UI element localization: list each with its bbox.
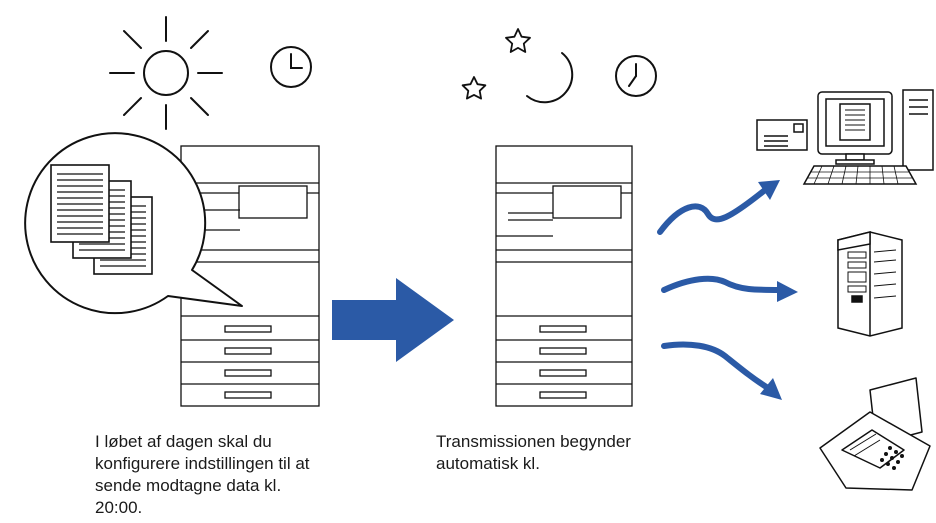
caption-auto-transmission: Transmissionen begynder automatisk kl. xyxy=(436,432,631,473)
right-arrow-icon xyxy=(332,278,454,362)
transmission-arrow-icon xyxy=(661,275,798,302)
document-icon xyxy=(50,164,110,243)
printer-right xyxy=(495,145,633,407)
star-icon xyxy=(505,28,531,53)
caption-day-setup: I løbet af dagen skal du konfigurere ind… xyxy=(95,432,310,517)
fax-icon xyxy=(819,377,931,491)
document-bubble xyxy=(24,132,243,315)
clock-icon xyxy=(615,55,657,97)
moon-icon xyxy=(526,52,574,104)
server-icon xyxy=(837,231,903,337)
transmission-arrow-icon xyxy=(657,180,780,235)
computer-icon xyxy=(756,89,934,185)
transmission-arrow-icon xyxy=(661,341,782,400)
sun-icon xyxy=(109,16,223,130)
printer-left xyxy=(180,145,320,407)
star-icon xyxy=(461,76,487,100)
clock-icon xyxy=(270,46,312,88)
email-icon xyxy=(756,119,808,151)
